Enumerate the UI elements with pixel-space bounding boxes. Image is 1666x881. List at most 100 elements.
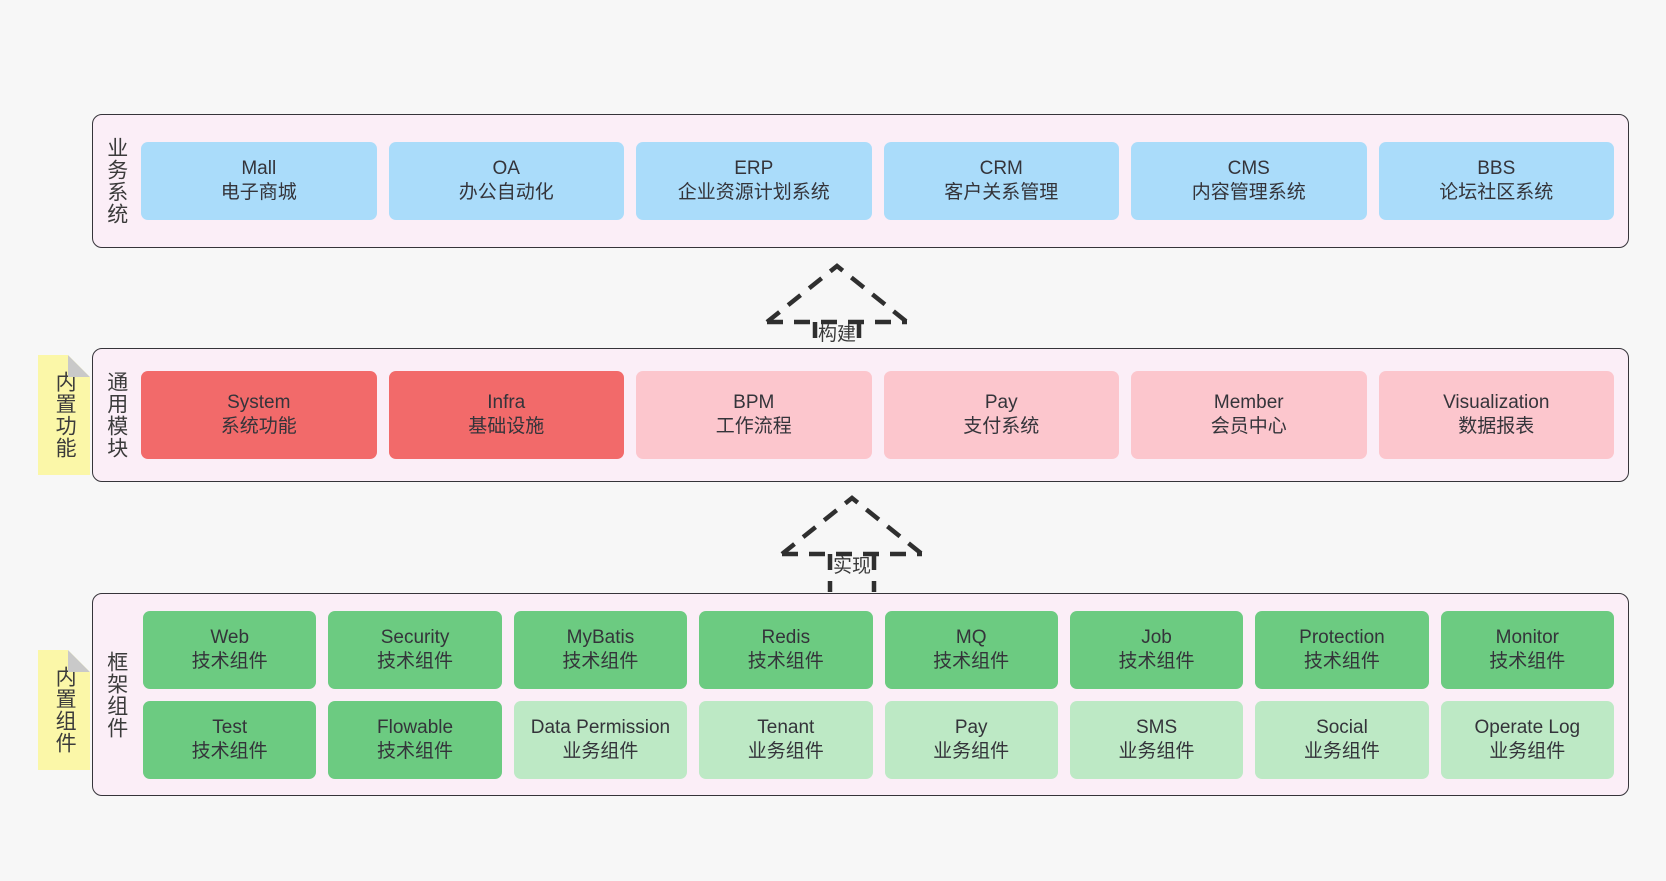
card-subtitle: 技术组件 — [1118, 650, 1195, 672]
card-subtitle: 支付系统 — [963, 416, 1040, 437]
card-title: Protection — [1299, 626, 1385, 648]
card-visualization[interactable]: Visualization 数据报表 — [1378, 371, 1614, 459]
layer-common-modules: 通用模块 System 系统功能 Infra 基础设施 BPM 工作流程 Pay… — [92, 348, 1629, 482]
card-erp[interactable]: ERP 企业资源计划系统 — [636, 142, 872, 220]
card-title: MQ — [955, 626, 987, 648]
card-crm[interactable]: CRM 客户关系管理 — [883, 142, 1119, 220]
card-subtitle: 业务组件 — [1118, 740, 1195, 762]
card-title: Job — [1141, 626, 1172, 648]
note-label: 内置组件 — [53, 666, 77, 754]
framework-row-1: Web 技术组件 Security 技术组件 MyBatis 技术组件 Redi… — [143, 610, 1614, 689]
card-job[interactable]: Job 技术组件 — [1069, 610, 1244, 689]
card-title: MyBatis — [566, 626, 635, 648]
note-builtin-features: 内置功能 — [38, 355, 90, 475]
card-title: CRM — [979, 158, 1023, 180]
card-subtitle: 技术组件 — [1303, 650, 1380, 672]
card-social[interactable]: Social 业务组件 — [1255, 700, 1429, 779]
card-test[interactable]: Test 技术组件 — [143, 700, 317, 779]
card-subtitle: 技术组件 — [747, 650, 824, 672]
card-protection[interactable]: Protection 技术组件 — [1255, 610, 1429, 689]
card-subtitle: 业务组件 — [933, 740, 1010, 762]
card-subtitle: 技术组件 — [562, 650, 639, 672]
card-mall[interactable]: Mall 电子商城 — [141, 142, 377, 220]
card-sms[interactable]: SMS 业务组件 — [1069, 700, 1244, 779]
layer-body-business: Mall 电子商城 OA 办公自动化 ERP 企业资源计划系统 CRM 客户关系… — [139, 115, 1628, 247]
card-cms[interactable]: CMS 内容管理系统 — [1131, 142, 1367, 220]
card-web[interactable]: Web 技术组件 — [143, 610, 317, 689]
card-title: Visualization — [1443, 392, 1550, 414]
card-title: Pay — [984, 392, 1018, 414]
card-mq[interactable]: MQ 技术组件 — [884, 610, 1058, 689]
layer-body-framework: Web 技术组件 Security 技术组件 MyBatis 技术组件 Redi… — [139, 594, 1628, 795]
card-pay-component[interactable]: Pay 业务组件 — [884, 700, 1058, 779]
card-title: Pay — [954, 716, 988, 738]
card-subtitle: 业务组件 — [747, 740, 824, 762]
card-subtitle: 内容管理系统 — [1191, 182, 1306, 203]
card-title: Flowable — [377, 716, 454, 738]
card-subtitle: 业务组件 — [562, 740, 639, 762]
card-subtitle: 论坛社区系统 — [1439, 182, 1554, 203]
layer-title-business: 业务系统 — [104, 137, 128, 225]
card-infra[interactable]: Infra 基础设施 — [388, 371, 624, 459]
card-title: Test — [212, 716, 248, 738]
card-title: Security — [380, 626, 450, 648]
card-mybatis[interactable]: MyBatis 技术组件 — [513, 610, 688, 689]
card-title: System — [227, 392, 291, 414]
layer-body-modules: System 系统功能 Infra 基础设施 BPM 工作流程 Pay 支付系统… — [139, 349, 1628, 481]
card-subtitle: 系统功能 — [220, 416, 297, 437]
card-subtitle: 技术组件 — [377, 740, 454, 762]
card-subtitle: 电子商城 — [220, 182, 297, 203]
card-title: Monitor — [1495, 626, 1559, 648]
card-title: Social — [1316, 716, 1368, 738]
arrow-implement-label: 实现 — [832, 556, 872, 577]
card-subtitle: 企业资源计划系统 — [677, 182, 830, 203]
note-fold-corner — [68, 355, 90, 377]
note-label: 内置功能 — [53, 371, 77, 459]
layer-framework-components: 框架组件 Web 技术组件 Security 技术组件 MyBatis 技术组件… — [92, 593, 1629, 796]
card-title: Member — [1213, 392, 1284, 414]
card-security[interactable]: Security 技术组件 — [328, 610, 502, 689]
card-subtitle: 业务组件 — [1303, 740, 1380, 762]
arrow-build-label: 构建 — [817, 324, 857, 345]
card-monitor[interactable]: Monitor 技术组件 — [1440, 610, 1614, 689]
card-subtitle: 业务组件 — [1489, 740, 1566, 762]
card-bpm[interactable]: BPM 工作流程 — [636, 371, 872, 459]
card-title: Tenant — [757, 716, 815, 738]
card-bbs[interactable]: BBS 论坛社区系统 — [1378, 142, 1614, 220]
card-subtitle: 技术组件 — [191, 650, 268, 672]
card-pay-module[interactable]: Pay 支付系统 — [883, 371, 1119, 459]
card-title: Data Permission — [530, 716, 671, 738]
card-subtitle: 技术组件 — [377, 650, 454, 672]
card-redis[interactable]: Redis 技术组件 — [699, 610, 873, 689]
card-title: Mall — [241, 158, 277, 180]
card-subtitle: 基础设施 — [468, 416, 545, 437]
arrow-implement: 实现 — [772, 492, 932, 592]
card-member[interactable]: Member 会员中心 — [1131, 371, 1367, 459]
card-subtitle: 技术组件 — [933, 650, 1010, 672]
layer-title-modules: 通用模块 — [104, 371, 128, 459]
card-operate-log[interactable]: Operate Log 业务组件 — [1440, 700, 1614, 779]
card-subtitle: 会员中心 — [1210, 416, 1287, 437]
layer-business-systems: 业务系统 Mall 电子商城 OA 办公自动化 ERP 企业资源计划系统 CRM… — [92, 114, 1629, 248]
card-system[interactable]: System 系统功能 — [141, 371, 377, 459]
card-title: CMS — [1227, 158, 1270, 180]
card-flowable[interactable]: Flowable 技术组件 — [328, 700, 502, 779]
card-title: SMS — [1135, 716, 1178, 738]
card-subtitle: 技术组件 — [1489, 650, 1566, 672]
card-title: Infra — [487, 392, 526, 414]
card-title: BPM — [733, 392, 775, 414]
card-subtitle: 数据报表 — [1458, 416, 1535, 437]
card-subtitle: 办公自动化 — [458, 182, 554, 203]
card-title: ERP — [734, 158, 774, 180]
card-subtitle: 工作流程 — [715, 416, 792, 437]
card-data-permission[interactable]: Data Permission 业务组件 — [513, 700, 688, 779]
card-title: Web — [210, 626, 250, 648]
note-builtin-components: 内置组件 — [38, 650, 90, 770]
card-title: Redis — [761, 626, 811, 648]
card-tenant[interactable]: Tenant 业务组件 — [699, 700, 873, 779]
card-oa[interactable]: OA 办公自动化 — [388, 142, 624, 220]
note-fold-corner — [68, 650, 90, 672]
card-subtitle: 客户关系管理 — [944, 182, 1059, 203]
card-title: BBS — [1477, 158, 1516, 180]
